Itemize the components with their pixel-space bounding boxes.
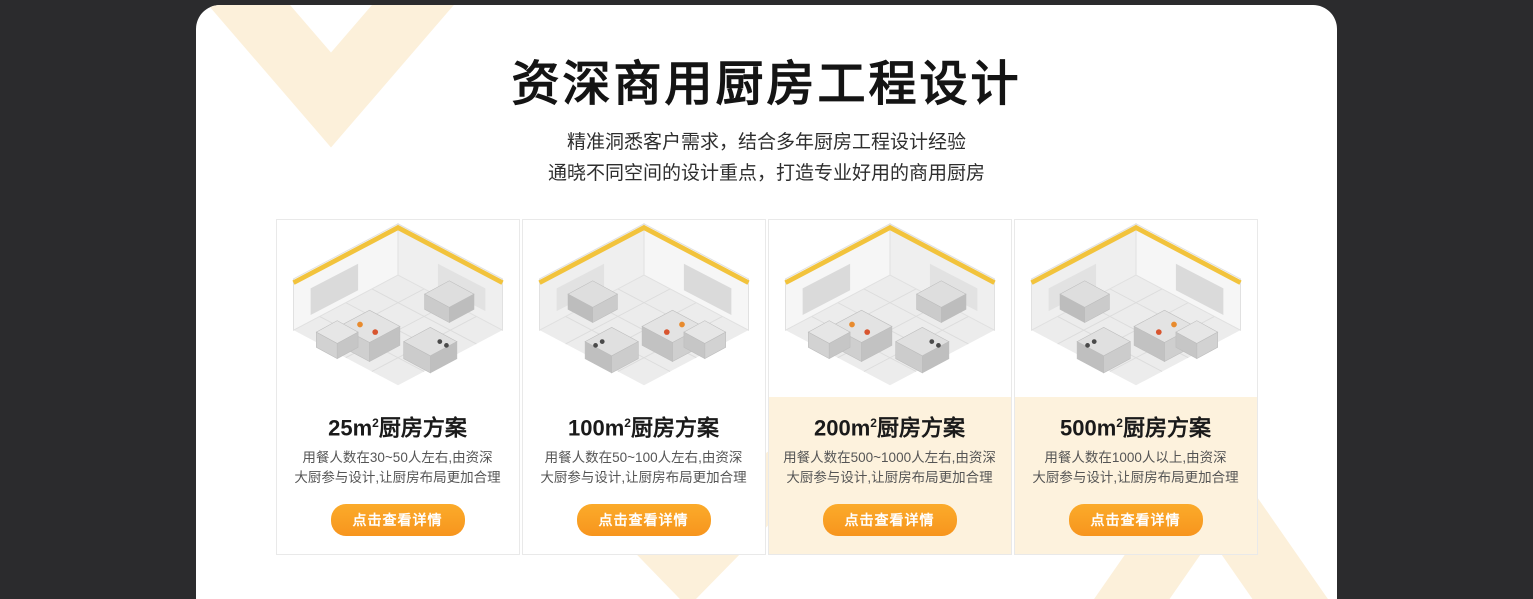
card-title: 100m2厨房方案 [568, 415, 719, 440]
card-title: 500m2厨房方案 [1060, 415, 1211, 440]
plan-card-100m2: 100m2厨房方案 用餐人数在50~100人左右,由资深 大厨参与设计,让厨房布… [521, 219, 766, 555]
card-description: 用餐人数在500~1000人左右,由资深 大厨参与设计,让厨房布局更加合理 [777, 448, 1003, 488]
card-description: 用餐人数在30~50人左右,由资深 大厨参与设计,让厨房布局更加合理 [285, 448, 511, 488]
view-details-button[interactable]: 点击查看详情 [822, 504, 957, 536]
desc-line-2: 大厨参与设计,让厨房布局更加合理 [540, 470, 747, 485]
card-body: 500m2厨房方案 用餐人数在1000人以上,由资深 大厨参与设计,让厨房布局更… [1014, 396, 1257, 554]
subtitle-line-2: 通晓不同空间的设计重点，打造专业好用的商用厨房 [547, 163, 985, 184]
desc-line-2: 大厨参与设计,让厨房布局更加合理 [1032, 470, 1239, 485]
plan-card-500m2: 500m2厨房方案 用餐人数在1000人以上,由资深 大厨参与设计,让厨房布局更… [1013, 219, 1258, 555]
superscript-2: 2 [624, 415, 631, 430]
page-title: 资深商用厨房工程设计 [511, 58, 1022, 111]
view-details-button[interactable]: 点击查看详情 [576, 504, 711, 536]
card-description: 用餐人数在1000人以上,由资深 大厨参与设计,让厨房布局更加合理 [1023, 448, 1249, 488]
plan-card-25m2: 25m2厨房方案 用餐人数在30~50人左右,由资深 大厨参与设计,让厨房布局更… [275, 219, 520, 555]
section-content: 资深商用厨房工程设计 精准洞悉客户需求，结合多年厨房工程设计经验 通晓不同空间的… [196, 57, 1337, 555]
subtitle-block: 精准洞悉客户需求，结合多年厨房工程设计经验 通晓不同空间的设计重点，打造专业好用… [196, 127, 1337, 189]
card-body: 25m2厨房方案 用餐人数在30~50人左右,由资深 大厨参与设计,让厨房布局更… [277, 397, 519, 554]
card-body: 100m2厨房方案 用餐人数在50~100人左右,由资深 大厨参与设计,让厨房布… [523, 397, 765, 554]
kitchen-render-image [276, 220, 519, 397]
plan-card-row: 25m2厨房方案 用餐人数在30~50人左右,由资深 大厨参与设计,让厨房布局更… [196, 219, 1337, 555]
view-details-button[interactable]: 点击查看详情 [1068, 504, 1203, 536]
superscript-2: 2 [870, 415, 877, 430]
superscript-2: 2 [372, 415, 379, 430]
content-panel: 资深商用厨房工程设计 精准洞悉客户需求，结合多年厨房工程设计经验 通晓不同空间的… [196, 5, 1337, 599]
desc-line-1: 用餐人数在500~1000人左右,由资深 [783, 450, 996, 465]
desc-line-1: 用餐人数在50~100人左右,由资深 [544, 450, 743, 465]
view-details-button[interactable]: 点击查看详情 [330, 504, 465, 536]
card-title: 25m2厨房方案 [328, 415, 467, 440]
superscript-2: 2 [1116, 415, 1123, 430]
desc-line-2: 大厨参与设计,让厨房布局更加合理 [294, 470, 501, 485]
card-body: 200m2厨房方案 用餐人数在500~1000人左右,由资深 大厨参与设计,让厨… [768, 396, 1011, 554]
subtitle-line-1: 精准洞悉客户需求，结合多年厨房工程设计经验 [566, 132, 966, 153]
desc-line-1: 用餐人数在1000人以上,由资深 [1044, 450, 1227, 465]
card-title: 200m2厨房方案 [814, 415, 965, 440]
plan-card-200m2: 200m2厨房方案 用餐人数在500~1000人左右,由资深 大厨参与设计,让厨… [767, 219, 1012, 555]
kitchen-render-image [522, 220, 765, 397]
desc-line-1: 用餐人数在30~50人左右,由资深 [302, 450, 493, 465]
desc-line-2: 大厨参与设计,让厨房布局更加合理 [786, 470, 993, 485]
card-description: 用餐人数在50~100人左右,由资深 大厨参与设计,让厨房布局更加合理 [531, 448, 757, 488]
kitchen-render-image [768, 220, 1011, 397]
kitchen-render-image [1014, 220, 1257, 397]
